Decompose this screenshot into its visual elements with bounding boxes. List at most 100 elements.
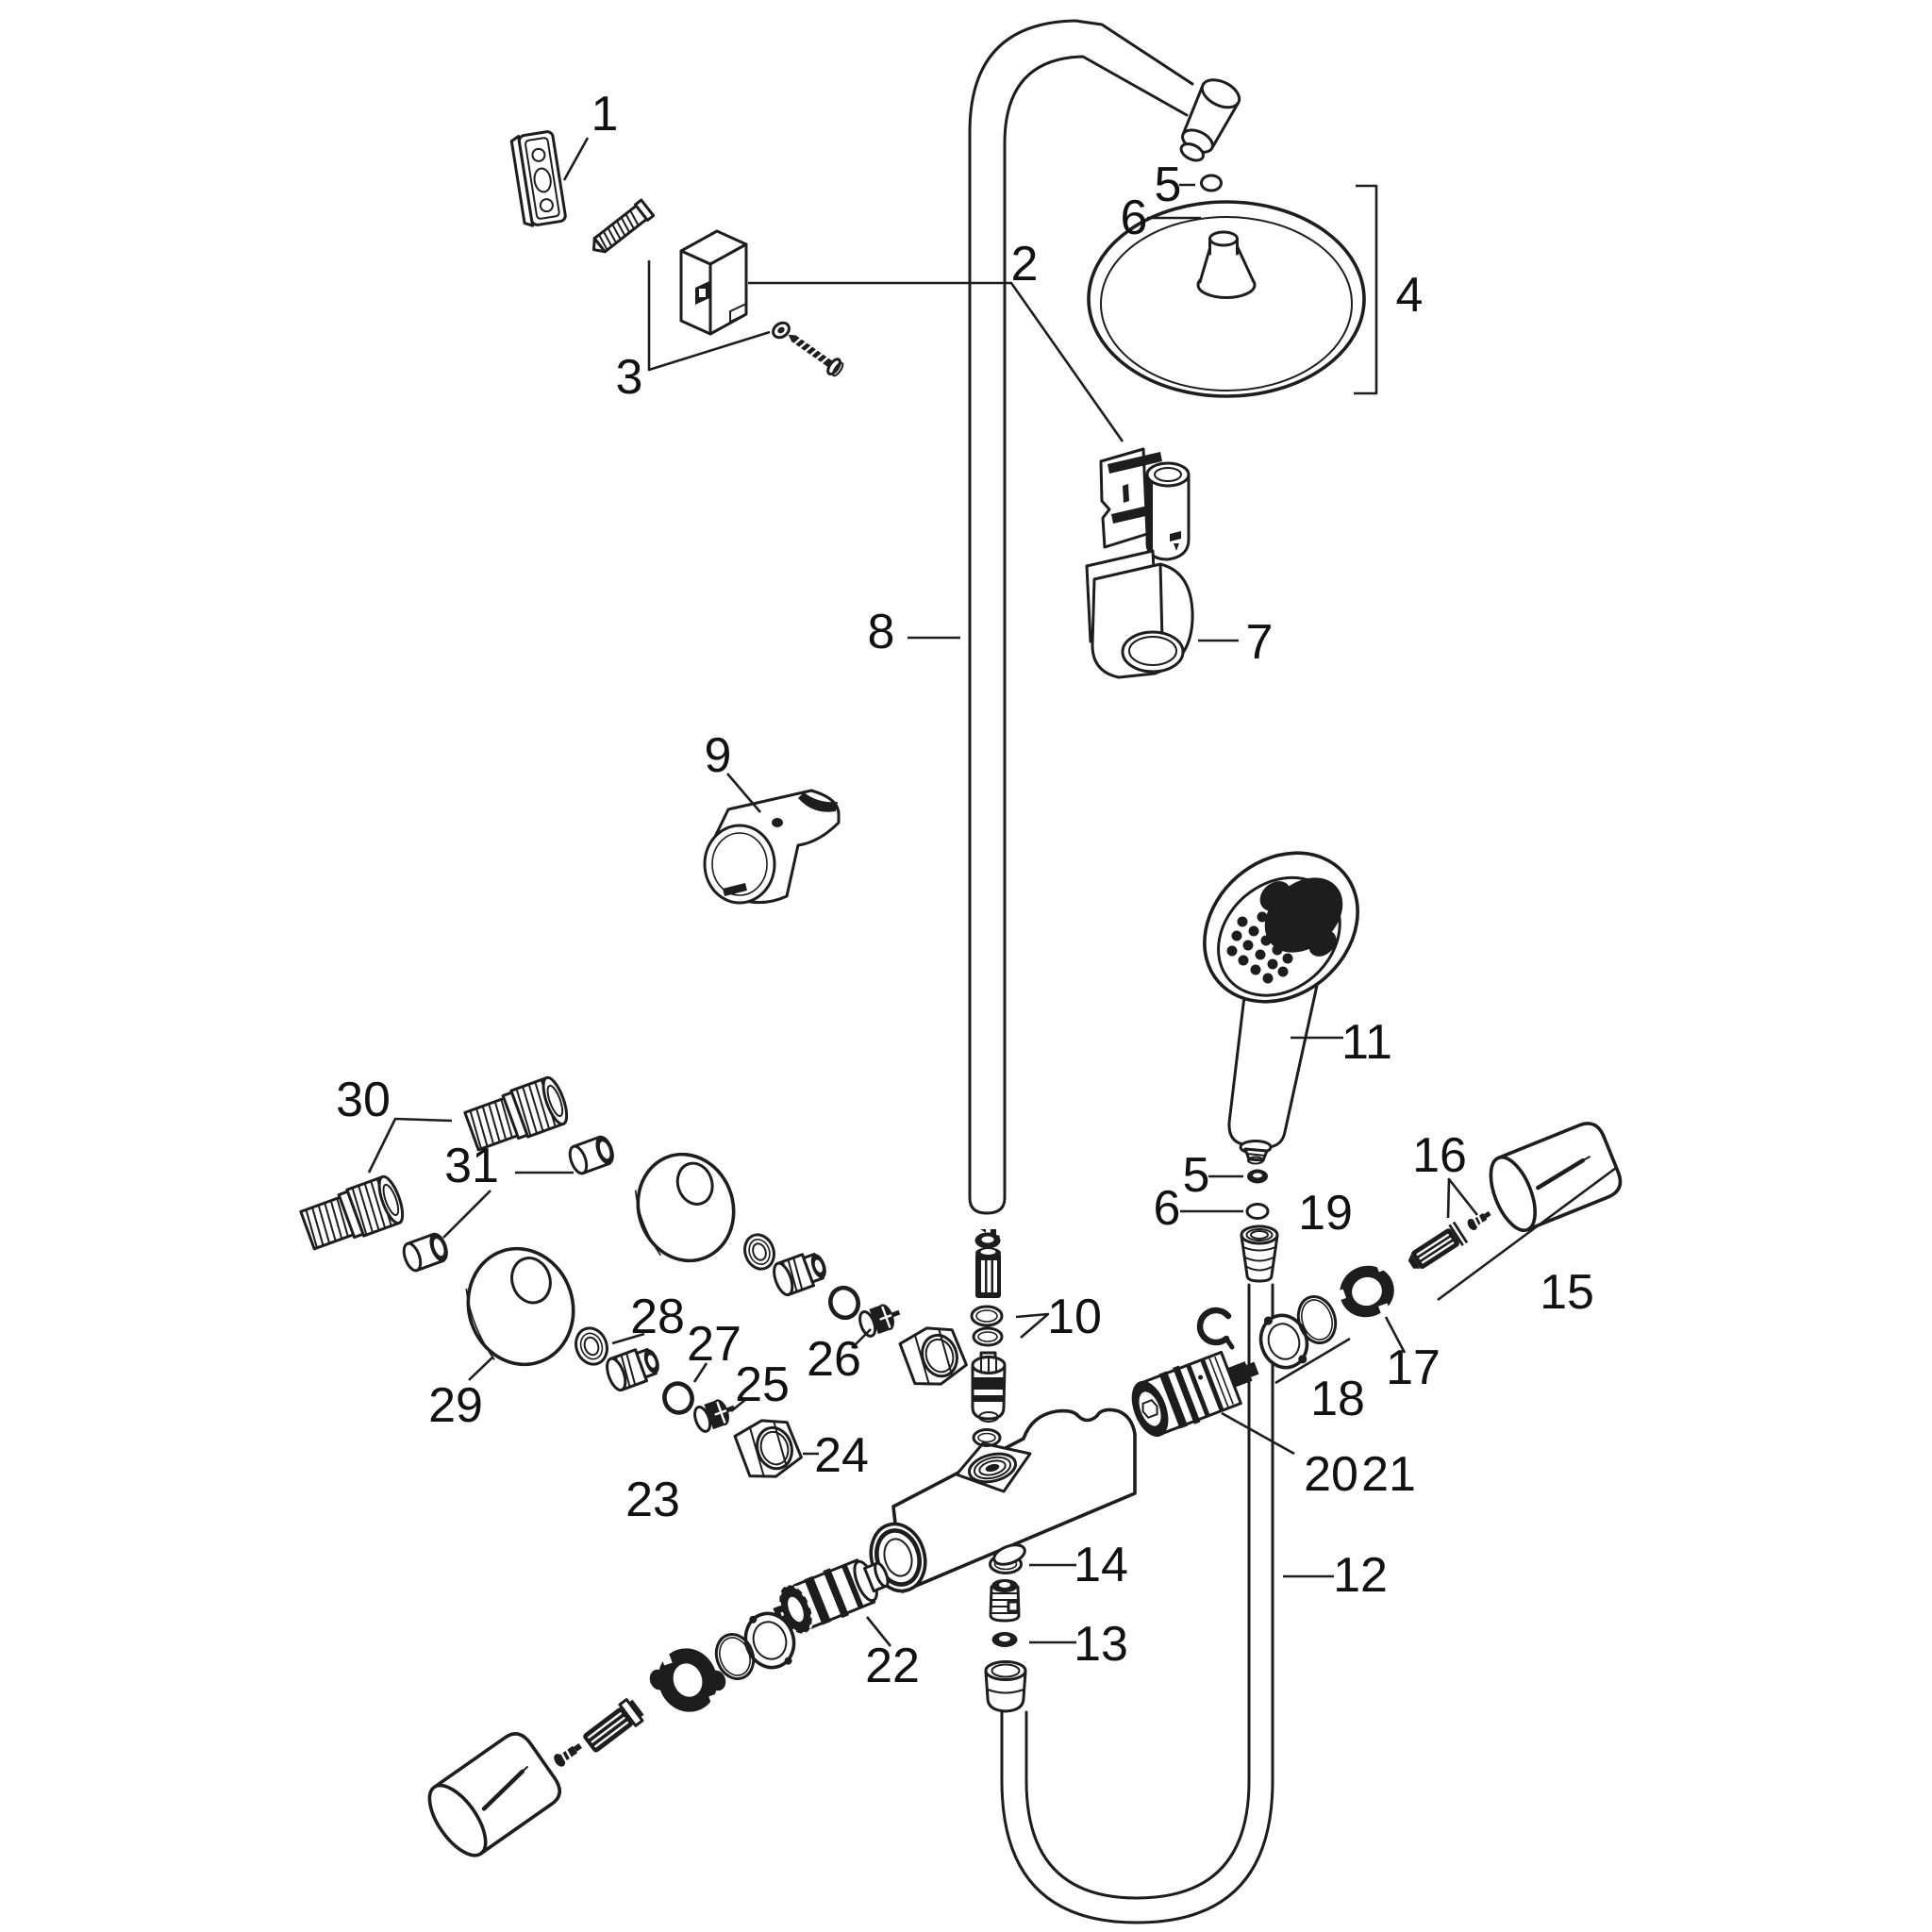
part-label-14: 14 xyxy=(1074,1538,1128,1592)
part-label-8: 8 xyxy=(868,605,895,659)
collar-nut xyxy=(1336,1261,1394,1318)
screw-washer xyxy=(772,321,791,340)
part-label-4: 4 xyxy=(1396,268,1424,323)
union-nut-24 xyxy=(733,1419,803,1478)
part-label-17: 17 xyxy=(1386,1341,1441,1395)
shower-hose xyxy=(984,1283,1274,1924)
handle-black-nut xyxy=(649,1648,726,1712)
leader-line-part-31 xyxy=(442,1190,491,1239)
leader-line-part-27 xyxy=(692,1362,708,1383)
leader-line-part-28 xyxy=(611,1332,645,1345)
leader-line-part-30 xyxy=(367,1117,453,1174)
part-label-31: 31 xyxy=(444,1139,499,1193)
holder-oring xyxy=(1296,1295,1338,1344)
oring-13 xyxy=(991,1632,1018,1647)
part-label-13: 13 xyxy=(1074,1617,1128,1672)
part-label-3: 3 xyxy=(616,350,643,405)
mounting-screw xyxy=(788,334,844,377)
part-label-19: 19 xyxy=(1298,1186,1353,1241)
part-label-23: 23 xyxy=(625,1473,680,1527)
hose-union-nut xyxy=(984,1660,1027,1713)
overhead-shower xyxy=(1087,200,1366,398)
handle-screw xyxy=(554,1742,583,1767)
diverter-spindle xyxy=(1407,1221,1469,1269)
washer-lower xyxy=(575,1326,608,1366)
escutcheon-lower xyxy=(465,1246,575,1367)
leader-line-part-10 xyxy=(1015,1312,1050,1339)
part-label-22: 22 xyxy=(865,1639,920,1693)
oring-27-upper xyxy=(828,1285,860,1321)
handle-cap xyxy=(427,1732,561,1857)
slider-holder xyxy=(703,789,841,905)
spray-nozzle-dots xyxy=(1226,911,1300,984)
leader-line-part-3 xyxy=(647,260,771,372)
temperature-cartridge xyxy=(773,1558,890,1635)
union-nut-upper xyxy=(898,1326,968,1386)
oring-10c xyxy=(972,1428,1002,1447)
leader-line-part-20-21 xyxy=(1221,1411,1295,1456)
part-label-9: 9 xyxy=(705,728,732,783)
oring-handshower xyxy=(1247,1169,1268,1184)
part-label-20: 20 xyxy=(1304,1447,1358,1502)
diverter-cartridge xyxy=(971,1351,1007,1423)
part-label-5-hand: 5 xyxy=(1183,1148,1210,1203)
leader-line-part-29 xyxy=(468,1356,494,1381)
part-label-25: 25 xyxy=(735,1357,790,1412)
escutcheon-upper xyxy=(634,1152,736,1263)
valve-top-port xyxy=(955,1441,1032,1493)
strainer-stack xyxy=(970,1229,1007,1447)
bushing-lower xyxy=(402,1232,448,1273)
check-valve-lower xyxy=(693,1399,736,1433)
part-label-21: 21 xyxy=(1361,1447,1416,1502)
leader-lines-layer xyxy=(367,137,1617,1647)
part-label-2: 2 xyxy=(1011,237,1039,291)
hose-nipple xyxy=(1240,1224,1279,1283)
leader-line-part-2 xyxy=(748,281,1124,442)
oring-27-lower xyxy=(662,1381,694,1415)
sleeve-lower xyxy=(606,1347,659,1392)
oring-10a xyxy=(970,1305,1004,1327)
strainer xyxy=(975,1247,1001,1298)
bushing-upper xyxy=(568,1135,614,1175)
part-label-26: 26 xyxy=(807,1332,861,1387)
part-label-7: 7 xyxy=(1246,615,1274,670)
inlet-adapter-lower xyxy=(299,1174,405,1251)
part-label-16: 16 xyxy=(1412,1128,1467,1183)
riser-pipe xyxy=(968,19,1194,1215)
part-label-27: 27 xyxy=(687,1317,741,1372)
oring-overhead xyxy=(1200,174,1223,192)
oring-10b xyxy=(972,1326,1004,1347)
leader-line-part-26 xyxy=(851,1328,872,1349)
wall-plate xyxy=(509,130,567,227)
handle-oring xyxy=(714,1633,756,1680)
hose-screw-fitting xyxy=(989,1579,1021,1623)
part-label-1: 1 xyxy=(591,87,619,142)
leader-line-part-9 xyxy=(726,773,761,813)
inlet-adapter-upper xyxy=(463,1075,569,1152)
thermostat-cartridge xyxy=(1131,1350,1259,1438)
handle-group xyxy=(427,1611,796,1857)
part-label-11: 11 xyxy=(1341,1015,1392,1070)
sleeve-upper xyxy=(773,1252,826,1297)
leader-line-part-22 xyxy=(865,1616,892,1647)
holder-ring xyxy=(1258,1313,1309,1370)
handle-cap-diverter xyxy=(1489,1122,1623,1232)
star-clip xyxy=(974,1229,1001,1249)
part-label-18: 18 xyxy=(1310,1372,1365,1426)
part-label-5-top: 5 xyxy=(1155,158,1182,212)
part-label-6-top: 6 xyxy=(1121,191,1148,245)
shower-arm-nozzle xyxy=(1179,78,1241,162)
part-label-12: 12 xyxy=(1333,1548,1388,1603)
washer-upper xyxy=(743,1233,775,1271)
filter-handshower xyxy=(1245,1203,1270,1220)
c-clip xyxy=(1196,1307,1235,1350)
leader-line-part-4 xyxy=(1354,184,1378,395)
leader-line-part-17 xyxy=(1384,1316,1407,1354)
diverter-screw xyxy=(1467,1210,1491,1230)
part-label-28: 28 xyxy=(630,1290,685,1344)
part-label-6-hand: 6 xyxy=(1154,1181,1181,1236)
part-label-10: 10 xyxy=(1047,1290,1102,1344)
